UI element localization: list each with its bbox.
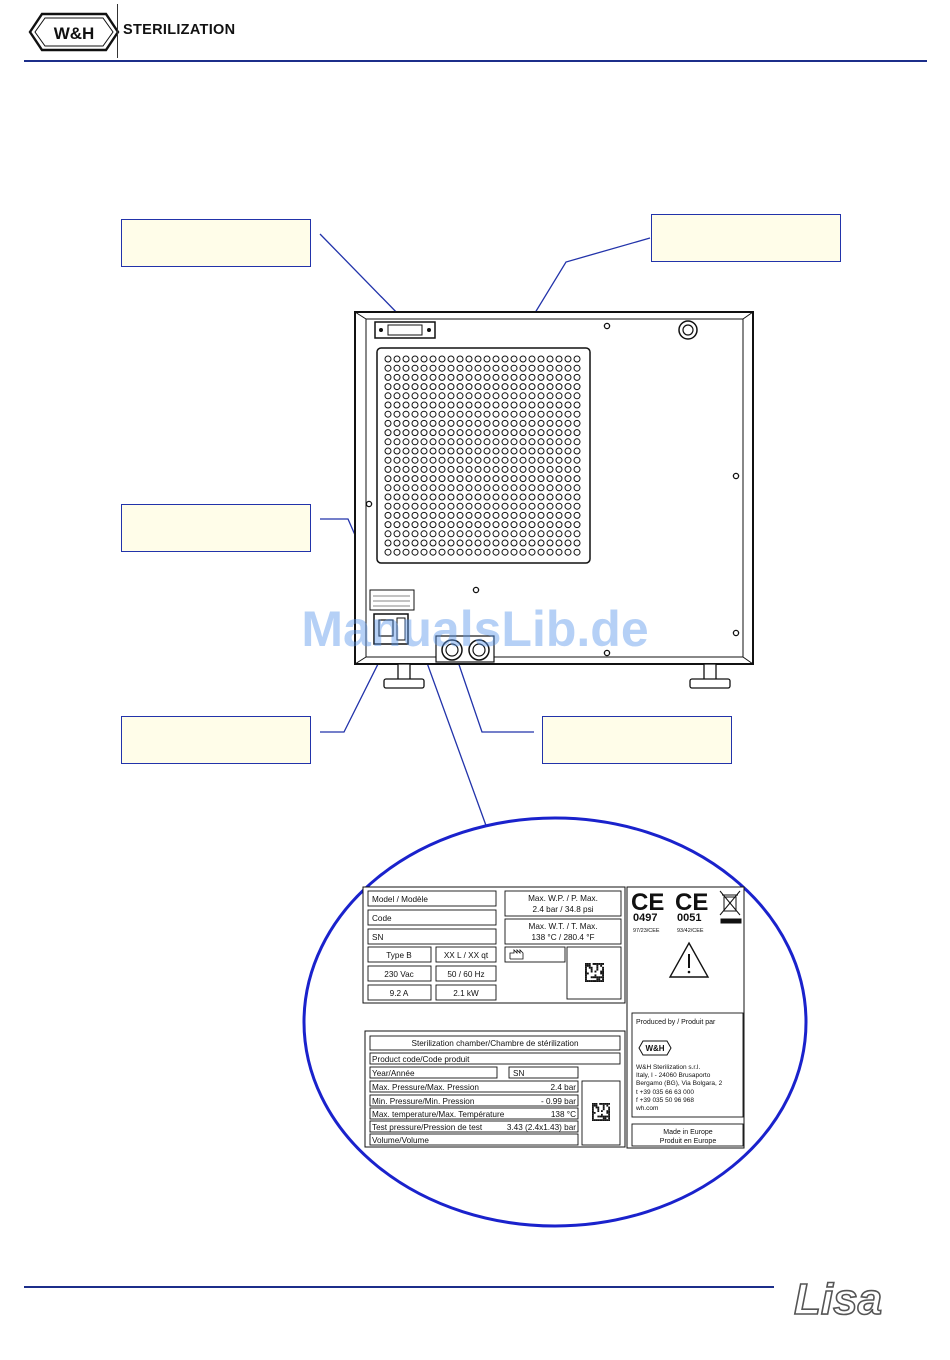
- leader-line-power-socket: [320, 635, 393, 733]
- chamber-title: Sterilization chamber/Chambre de stérili…: [411, 1039, 578, 1048]
- wh-logo: W&H: [28, 12, 120, 52]
- min-pressure-value: - 0.99 bar: [541, 1097, 576, 1106]
- max-pressure-value: 2.4 bar: [551, 1083, 577, 1092]
- ce-mark-icon: CE: [631, 889, 664, 916]
- rating-plate: Model / Modèle Code SN Max. W.P. / P. Ma…: [362, 886, 626, 1004]
- ce-mark-icon: CE: [675, 889, 708, 916]
- datamatrix-code-icon: [592, 1103, 610, 1121]
- callout-vent-grille: [651, 214, 841, 262]
- brand-divider: [117, 4, 118, 58]
- size-field: XX L / XX qt: [444, 951, 489, 960]
- test-pressure-value: 3.43 (2.4x1.43) bar: [507, 1123, 576, 1132]
- bottom-rule: [24, 1286, 774, 1288]
- frequency-field: 50 / 60 Hz: [447, 970, 484, 979]
- made-in-europe: Made in Europe: [663, 1129, 713, 1136]
- chamber-sn-field: SN: [513, 1069, 524, 1078]
- max-pressure-label: Max. Pressure/Max. Pression: [372, 1083, 479, 1092]
- power-socket: [373, 613, 409, 645]
- drain-ports: [435, 635, 495, 663]
- chamber-plate: Sterilization chamber/Chambre de stérili…: [364, 1030, 626, 1148]
- brand-title: STERILIZATION: [123, 22, 236, 38]
- wh-small-logo: W&H: [638, 1040, 672, 1056]
- manufacturer-line-3: Bergamo (BG), Via Bolgara, 2: [636, 1080, 723, 1087]
- vent-grille: [376, 347, 591, 564]
- lisa-logo-text: Lisa: [794, 1275, 882, 1324]
- wh-logo-text: W&H: [54, 24, 95, 43]
- min-pressure-label: Min. Pressure/Min. Pression: [372, 1097, 475, 1106]
- max-wp-value: 2.4 bar / 34.8 psi: [533, 905, 594, 914]
- callout-power-socket: [121, 716, 311, 764]
- lisa-logo: Lisa: [793, 1274, 883, 1324]
- certification-column: CE 0497 97/23/CEE CE 0051 93/42/CEE Prod…: [626, 886, 745, 1149]
- manufacturer-line-1: W&H Sterilization s.r.l.: [636, 1064, 700, 1071]
- callout-rating-label: [121, 504, 311, 552]
- test-pressure-label: Test pressure/Pression de test: [372, 1123, 483, 1132]
- fill-port: [678, 320, 698, 340]
- warning-triangle-icon: [668, 941, 710, 978]
- type-field: Type B: [386, 951, 412, 960]
- max-temperature-label: Max. temperature/Max. Température: [372, 1110, 505, 1119]
- leader-line-drain: [453, 649, 534, 733]
- weee-bin-icon: [719, 890, 742, 924]
- power-field: 2.1 kW: [453, 989, 479, 998]
- year-field: Year/Année: [372, 1069, 415, 1078]
- max-temperature-value: 138 °C: [551, 1110, 576, 1119]
- manufacturer-fax: f +39 035 50 96 968: [636, 1097, 694, 1104]
- feet: [383, 663, 731, 689]
- top-rule: [24, 60, 927, 62]
- screws: [365, 322, 740, 657]
- callout-connector: [121, 219, 311, 267]
- voltage-field: 230 Vac: [384, 970, 413, 979]
- produit-en-europe: Produit en Europe: [660, 1138, 717, 1145]
- model-field: Model / Modèle: [372, 895, 428, 904]
- code-field: Code: [372, 914, 392, 923]
- rating-label-small: [369, 589, 415, 611]
- manufacturer-phone: t +39 035 66 63 000: [636, 1089, 694, 1096]
- max-wt-value: 138 °C / 280.4 °F: [532, 933, 595, 942]
- manufacturer-web: wh.com: [635, 1105, 658, 1112]
- ce2-number: 0051: [677, 912, 701, 924]
- datamatrix-code-icon: [585, 963, 604, 982]
- ce2-directive: 93/42/CEE: [677, 928, 704, 934]
- manufacturing-date-icon: [509, 949, 524, 960]
- sn-field: SN: [372, 933, 383, 942]
- serial-connector: [374, 321, 436, 339]
- max-wp-label: Max. W.P. / P. Max.: [528, 894, 598, 903]
- max-wt-label: Max. W.T. / T. Max.: [529, 922, 598, 931]
- ce1-directive: 97/23/CEE: [633, 928, 660, 934]
- current-field: 9.2 A: [390, 989, 409, 998]
- vent-holes: [384, 355, 581, 556]
- wh-small-logo-text: W&H: [645, 1044, 664, 1053]
- product-code-field: Product code/Code produit: [372, 1055, 470, 1064]
- callout-drain-ports: [542, 716, 732, 764]
- volume-field: Volume/Volume: [372, 1136, 429, 1145]
- produced-by-label: Produced by / Produit par: [636, 1019, 716, 1026]
- ce1-number: 0497: [633, 912, 657, 924]
- manufacturer-line-2: Italy, I - 24060 Brusaporto: [636, 1072, 711, 1079]
- leader-line-connector: [319, 233, 403, 319]
